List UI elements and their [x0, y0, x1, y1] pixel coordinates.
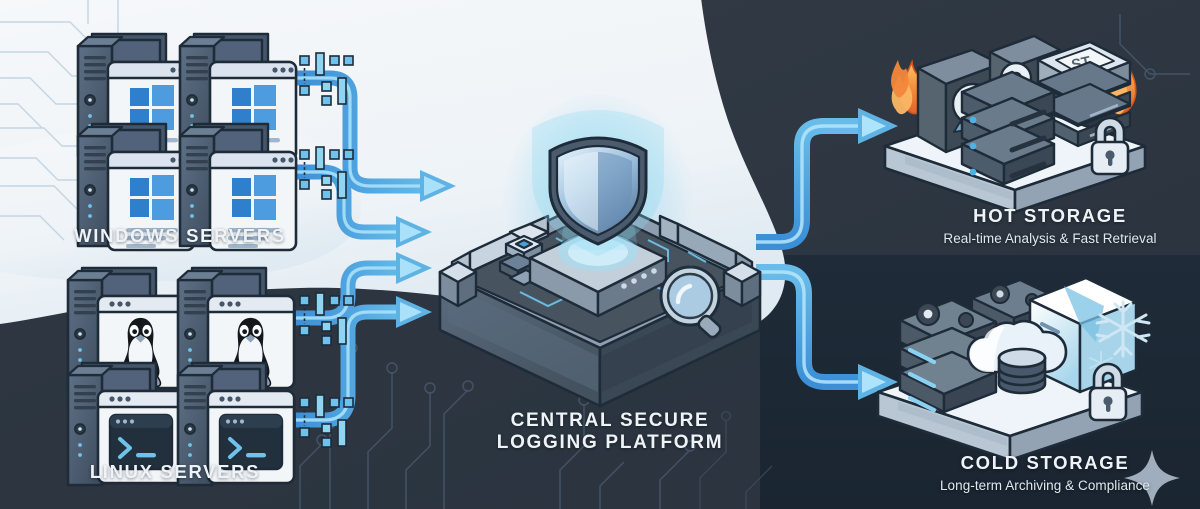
- server-node-terminal: [176, 361, 296, 487]
- terminal-prompt-icon: [108, 413, 174, 471]
- hot-storage-subtitle: Real-time Analysis & Fast Retrieval: [943, 230, 1157, 246]
- terminal-prompt-icon: [218, 413, 284, 471]
- arrow-to-cold-storage: [756, 264, 898, 400]
- cloud-database-icon: [966, 319, 1068, 395]
- windows-logo-icon: [130, 175, 174, 220]
- lock-icon: [1088, 362, 1128, 422]
- shield-icon: [548, 136, 648, 246]
- arrow-linux-row1: [296, 252, 432, 326]
- hot-storage-group: ST: [883, 34, 1147, 214]
- arrow-linux-row2: [296, 296, 432, 428]
- server-node-windows: [178, 122, 298, 252]
- cold-storage-subtitle: Long-term Archiving & Compliance: [939, 477, 1150, 493]
- platform-title-line1: CENTRAL SECURE: [510, 410, 710, 431]
- cold-storage-title: COLD STORAGE: [960, 452, 1130, 473]
- lock-icon: [1090, 116, 1130, 176]
- label-hot-storage: HOT STORAGE Real-time Analysis & Fast Re…: [900, 205, 1200, 247]
- cold-storage-group: [876, 276, 1180, 506]
- secure-server-stack: [960, 70, 1056, 186]
- sparkle-icon: [1124, 450, 1180, 506]
- label-windows-servers: WINDOWS SERVERS: [30, 225, 330, 247]
- snowflake-icon: [1095, 300, 1151, 358]
- label-cold-storage: COLD STORAGE Long-term Archiving & Compl…: [895, 452, 1195, 494]
- windows-server-group: [76, 32, 298, 252]
- central-logging-platform: [438, 90, 762, 408]
- hot-storage-title: HOT STORAGE: [973, 205, 1127, 226]
- magnifier-icon: [659, 265, 722, 339]
- windows-logo-icon: [232, 175, 276, 220]
- platform-title-line2: LOGGING PLATFORM: [496, 432, 724, 454]
- arrow-windows-row2: [296, 164, 432, 248]
- label-linux-servers: LINUX SERVERS: [25, 461, 325, 483]
- linux-servers-title: LINUX SERVERS: [89, 461, 261, 482]
- binary-data-blocks: [299, 52, 354, 448]
- linux-server-group: [66, 266, 296, 487]
- label-central-platform: CENTRAL SECURE LOGGING PLATFORM: [455, 410, 765, 455]
- server-node-windows: [76, 122, 196, 252]
- arrow-to-hot-storage: [756, 108, 898, 250]
- flame-icon: [891, 60, 909, 98]
- windows-servers-title: WINDOWS SERVERS: [74, 225, 286, 246]
